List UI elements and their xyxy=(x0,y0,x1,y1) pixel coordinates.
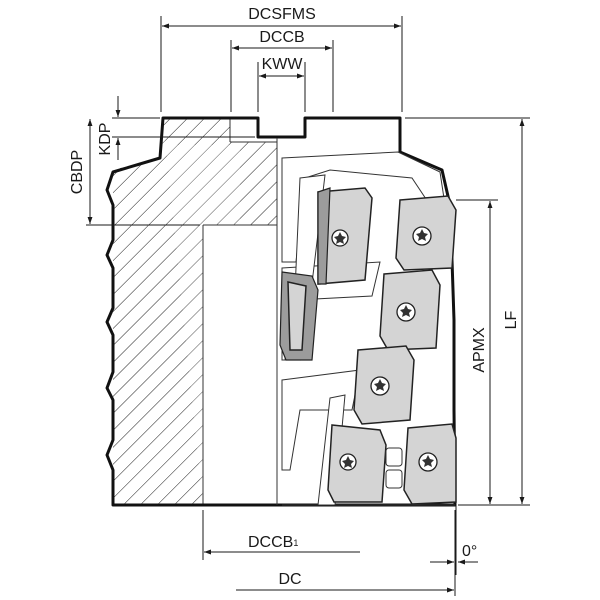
dim-dc: DC xyxy=(236,510,456,596)
dc-label: DC xyxy=(278,571,301,588)
insert-lower-center xyxy=(353,345,415,425)
dccb1-label: DCCB1 xyxy=(248,534,298,551)
dim-cbdp: CBDP xyxy=(69,119,200,226)
insert-top-left xyxy=(317,187,373,285)
insert-bottom-left xyxy=(327,424,387,503)
torx-screw-icon xyxy=(418,452,438,472)
kdp-label: KDP xyxy=(97,123,114,156)
lf-label: LF xyxy=(503,310,520,329)
insert-mid-left xyxy=(279,271,319,361)
insert-top-right xyxy=(395,195,457,271)
angle-label: 0° xyxy=(462,543,477,560)
dim-angle: 0° xyxy=(430,505,478,575)
dim-lf: LF xyxy=(405,117,530,506)
torx-screw-icon xyxy=(339,453,357,471)
torx-screw-icon xyxy=(370,376,390,396)
cbdp-label: CBDP xyxy=(69,150,86,194)
dim-dccb: DCCB xyxy=(230,29,334,112)
torx-screw-icon xyxy=(331,229,349,247)
hatched-section xyxy=(113,118,277,505)
insert-mid-right xyxy=(379,269,441,351)
dim-apmx: APMX xyxy=(456,199,498,504)
apmx-label: APMX xyxy=(471,327,488,373)
dim-kdp: KDP xyxy=(97,96,255,160)
dcsfms-label: DCSFMS xyxy=(248,6,316,23)
torx-screw-icon xyxy=(412,226,432,246)
dim-dccb1: DCCB1 xyxy=(202,510,360,560)
dccb-label: DCCB xyxy=(259,29,304,46)
dim-kww: KWW xyxy=(257,56,306,112)
kww-label: KWW xyxy=(262,56,304,73)
torx-screw-icon xyxy=(396,302,416,322)
dim-dcsfms: DCSFMS xyxy=(160,6,403,112)
insert-bottom-right xyxy=(385,423,457,505)
cutter-body-outline xyxy=(105,116,457,507)
